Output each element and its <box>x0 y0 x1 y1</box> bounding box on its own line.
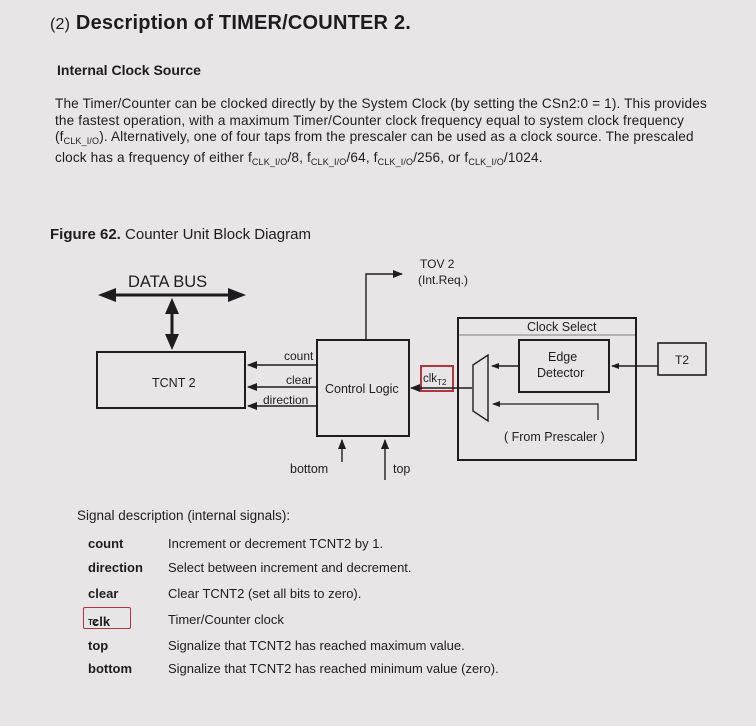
signal-desc-direction: Select between increment and decrement. <box>168 560 412 575</box>
para-text-3: /8, f <box>287 149 311 165</box>
figure-caption: Figure 62. Counter Unit Block Diagram <box>50 226 311 243</box>
bottom-label: bottom <box>290 462 328 476</box>
data-bus-arrow <box>98 288 246 350</box>
clkt2-label-sub: T2 <box>437 378 447 387</box>
clkt2-label-main: clk <box>423 373 437 385</box>
edge-label-2: Detector <box>537 366 584 380</box>
data-bus-label: DATA BUS <box>128 273 207 291</box>
clock-select-box <box>457 317 637 461</box>
signal-desc-clear: Clear TCNT2 (set all bits to zero). <box>168 586 362 601</box>
signal-name-clkt2-main: clk <box>92 614 111 629</box>
para-text-4: /64, f <box>346 149 378 165</box>
signal-desc-clkt2: Timer/Counter clock <box>168 612 284 627</box>
mux-shape <box>472 353 489 423</box>
para-sub-1: CLK_I/O <box>63 136 100 146</box>
clear-label: clear <box>286 373 312 387</box>
clkt2-label: clkT2 <box>423 373 447 387</box>
t2-pin-box <box>657 342 707 376</box>
signal-name-direction: direction <box>88 560 143 575</box>
clkt2-highlight <box>420 365 454 392</box>
tcnt2-box <box>96 351 246 409</box>
signal-name-count: count <box>88 536 124 551</box>
para-text-5: /256, or f <box>413 149 469 165</box>
prescaler-arrow <box>492 401 599 420</box>
int-req-label: (Int.Req.) <box>418 273 468 287</box>
para-text-6: /1024. <box>503 149 543 165</box>
clock-select-label: Clock Select <box>527 320 597 334</box>
direction-label: direction <box>263 393 308 407</box>
t2-pin-label: T2 <box>675 353 689 367</box>
tcnt2-label: TCNT 2 <box>152 376 196 390</box>
para-text-1: The Timer/Counter can be clocked directl… <box>55 96 707 144</box>
signal-desc-bottom: Signalize that TCNT2 has reached minimum… <box>168 661 499 676</box>
control-logic-box <box>316 339 410 437</box>
para-sub-4: CLK_I/O <box>377 156 414 167</box>
signal-name-clkt2-sub: T2 <box>88 618 98 627</box>
control-logic-label: Control Logic <box>325 382 399 396</box>
section-number: (2) <box>50 16 71 33</box>
edge-label-1: Edge <box>548 350 577 364</box>
count-label: count <box>284 349 314 363</box>
signal-description-heading: Signal description (internal signals): <box>77 508 291 523</box>
top-label: top <box>393 462 410 476</box>
tov2-arrow <box>365 270 403 340</box>
para-text-2: ). Alternatively, one of four taps from … <box>55 129 694 165</box>
signal-name-clear: clear <box>88 586 119 601</box>
description-paragraph: The Timer/Counter can be clocked directl… <box>55 96 725 170</box>
signal-name-top: top <box>88 638 109 653</box>
subheading: Internal Clock Source <box>57 62 201 78</box>
signal-desc-count: Increment or decrement TCNT2 by 1. <box>168 536 384 551</box>
from-prescaler-label: ( From Prescaler ) <box>504 430 605 444</box>
para-sub-5: CLK_I/O <box>468 156 504 167</box>
section-heading: (2) Description of TIMER/COUNTER 2. <box>50 12 411 35</box>
para-sub-2: CLK_I/O <box>251 156 288 167</box>
signal-name-bottom: bottom <box>88 661 133 676</box>
tov2-label: TOV 2 <box>420 257 455 271</box>
signal-desc-top: Signalize that TCNT2 has reached maximum… <box>168 638 465 653</box>
para-sub-3: CLK_I/O <box>310 156 347 167</box>
block-diagram: DATA BUS TCNT 2 Control Logic count clea… <box>96 257 707 480</box>
figure-title: Counter Unit Block Diagram <box>125 226 311 243</box>
figure-label: Figure 62. <box>50 226 121 243</box>
section-title: Description of TIMER/COUNTER 2. <box>75 12 412 34</box>
